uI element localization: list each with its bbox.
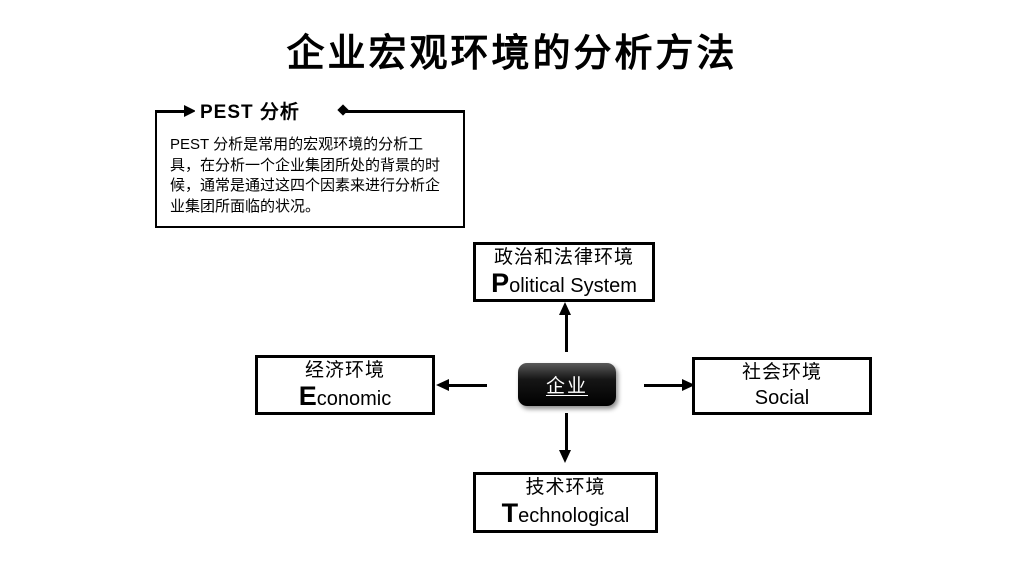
pest-note-top-border-right: [343, 110, 465, 113]
pest-note-heading: PEST 分析: [195, 97, 305, 124]
factor-box-political: 政治和法律环境 Political System: [473, 242, 655, 302]
factor-political-en-label: Political System: [491, 267, 637, 300]
factor-economic-en-label: Economic: [298, 380, 392, 413]
factor-box-economic: 经济环境 Economic: [255, 355, 435, 415]
pest-note-body: PEST 分析是常用的宏观环境的分析工具，在分析一个企业集团所处的背景的时候，通…: [170, 136, 441, 215]
factor-technological-en-label: Technological: [502, 500, 630, 530]
factor-economic-initial: E: [298, 380, 317, 411]
arrow-right-shaft: [644, 384, 682, 387]
center-node-enterprise: 企业: [518, 363, 616, 406]
factor-technological-rest: echnological: [518, 505, 630, 527]
center-node-label: 企业: [545, 376, 588, 397]
factor-economic-cn-label: 经济环境: [304, 359, 385, 381]
pest-note-box: PEST 分析 PEST 分析是常用的宏观环境的分析工具，在分析一个企业集团所处…: [155, 97, 465, 228]
factor-box-social: 社会环境 Social: [692, 357, 872, 415]
factor-political-rest: olitical System: [509, 274, 637, 297]
page-title: 企业宏观环境的分析方法: [286, 33, 738, 75]
arrow-down-shaft: [565, 413, 568, 451]
arrow-up-head-icon: [559, 302, 571, 315]
factor-political-initial: P: [491, 267, 510, 298]
arrow-up-shaft: [565, 314, 568, 352]
factor-social-en-label: Social: [754, 387, 810, 409]
factor-technological-initial: T: [501, 498, 519, 528]
factor-political-cn-label: 政治和法律环境: [493, 246, 634, 268]
arrow-left-shaft: [449, 384, 487, 387]
arrow-left-head-icon: [436, 379, 449, 391]
pest-note-top-border-left: [155, 110, 185, 113]
factor-social-cn-label: 社会环境: [741, 362, 822, 383]
factor-economic-rest: conomic: [316, 387, 392, 410]
arrow-right-icon: [184, 105, 196, 117]
arrow-down-head-icon: [559, 450, 571, 463]
factor-technological-cn-label: 技术环境: [525, 477, 606, 498]
arrow-right-head-icon: [682, 379, 695, 391]
factor-box-technological: 技术环境 Technological: [473, 472, 658, 533]
